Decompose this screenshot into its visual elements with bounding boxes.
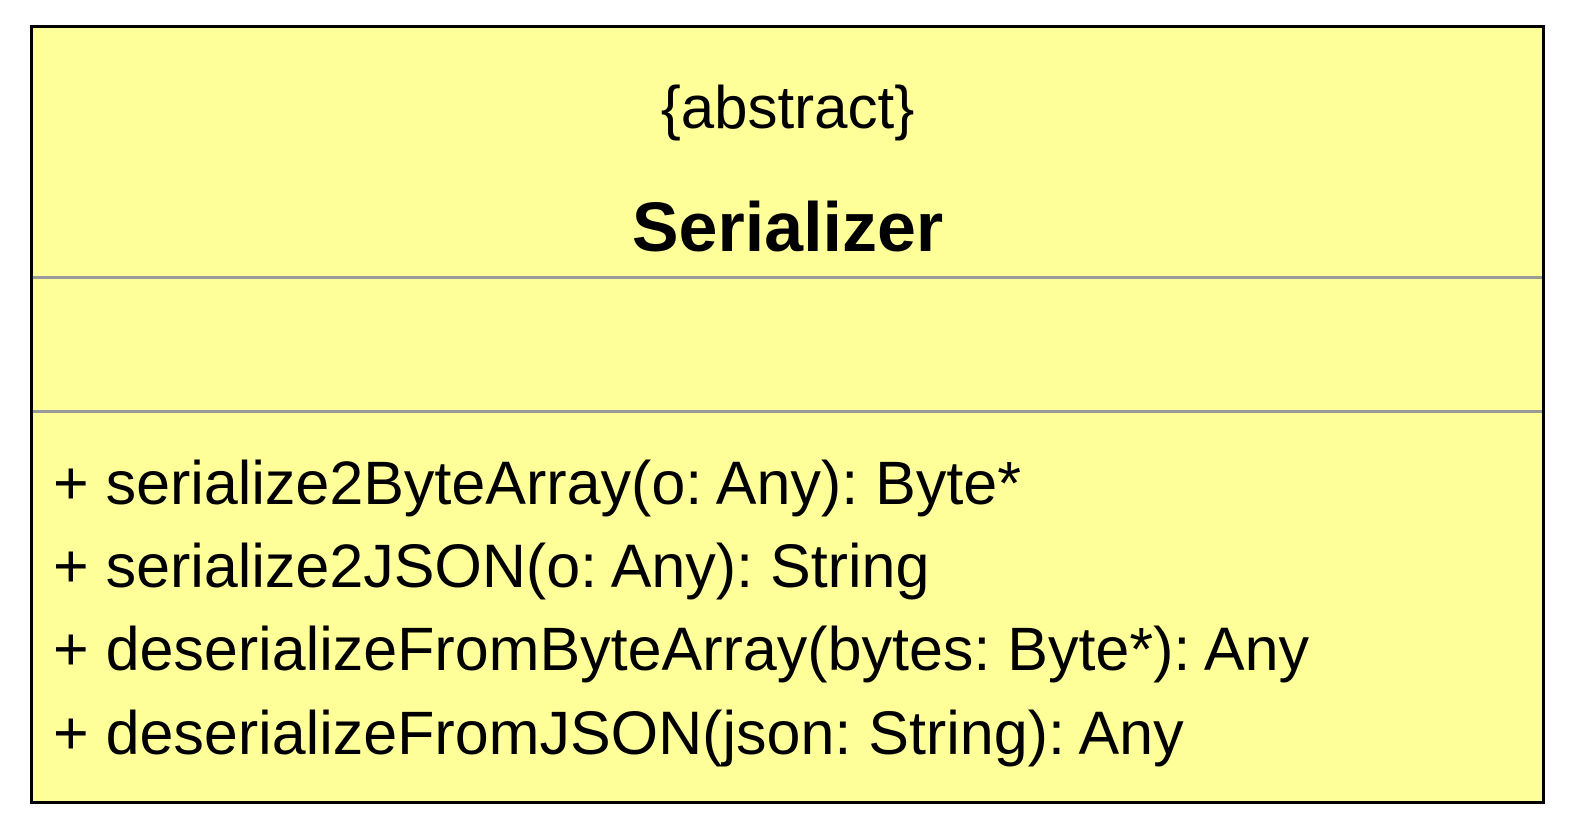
compartment-divider bbox=[33, 410, 1542, 413]
operation-deserializefromjson: + deserializeFromJSON(json: String): Any bbox=[53, 699, 1184, 767]
class-name: Serializer bbox=[631, 188, 944, 266]
attributes-compartment bbox=[33, 279, 1542, 410]
uml-class-box: {abstract} Serializer + serialize2ByteAr… bbox=[30, 25, 1545, 804]
operation-serialize2json: + serialize2JSON(o: Any): String bbox=[53, 532, 930, 600]
operation-serialize2bytearray: + serialize2ByteArray(o: Any): Byte* bbox=[53, 449, 1021, 517]
operation-deserializefrombytearray: + deserializeFromByteArray(bytes: Byte*)… bbox=[53, 615, 1310, 683]
operations-compartment: + serialize2ByteArray(o: Any): Byte* + s… bbox=[33, 413, 1542, 801]
name-compartment: {abstract} Serializer bbox=[33, 28, 1542, 276]
class-stereotype: {abstract} bbox=[660, 74, 915, 141]
compartment-divider bbox=[33, 276, 1542, 279]
